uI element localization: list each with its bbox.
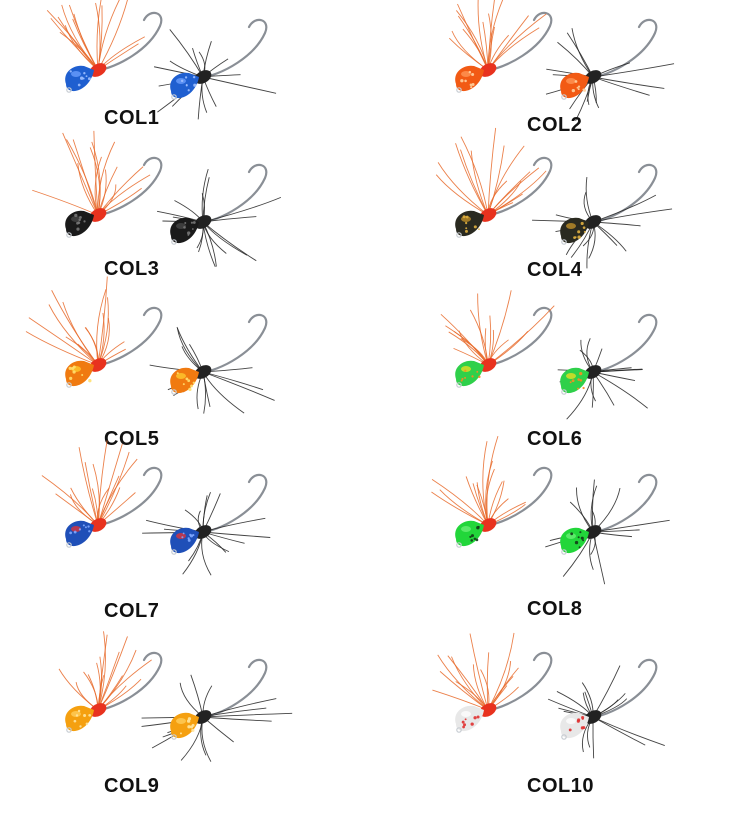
- jig-pair-photo: [58, 631, 293, 762]
- variant-cell: COL6: [410, 290, 732, 455]
- jig-black-dressing: [141, 658, 293, 762]
- jig-orange-dressing: [46, 0, 163, 93]
- jig-orange-dressing: [435, 127, 553, 238]
- variant-label: COL9: [104, 775, 160, 797]
- variant-label: COL5: [104, 428, 160, 450]
- variant-label: COL8: [527, 598, 583, 620]
- jig-black-dressing: [557, 313, 658, 420]
- variant-label: COL1: [104, 107, 160, 129]
- jig-orange-dressing: [440, 290, 555, 388]
- jig-orange-dressing: [448, 0, 553, 93]
- jig-pair-photo: [448, 0, 675, 122]
- jig-pair-photo: [435, 127, 673, 269]
- variant-label: COL7: [104, 600, 160, 622]
- variant-cell: COL10: [410, 632, 732, 800]
- jig-orange-dressing: [432, 632, 553, 733]
- jig-pair-photo: [41, 440, 271, 576]
- jig-pair-photo: [431, 436, 670, 585]
- jig-orange-dressing: [58, 631, 163, 733]
- jig-black-dressing: [153, 18, 277, 120]
- variant-cell: COL3: [20, 130, 350, 305]
- variant-cell: COL9: [20, 631, 350, 800]
- variant-cell: COL7: [20, 440, 350, 622]
- jig-black-dressing: [532, 163, 673, 269]
- jig-black-dressing: [142, 473, 271, 576]
- variant-label: COL2: [527, 114, 583, 136]
- variant-label: COL4: [527, 259, 583, 281]
- jig-orange-dressing: [41, 440, 163, 548]
- jig-pair-photo: [32, 130, 282, 267]
- jig-black-dressing: [547, 658, 665, 759]
- variant-cell: COL2: [410, 0, 732, 160]
- variant-cell: COL8: [410, 436, 732, 620]
- jig-orange-dressing: [431, 436, 553, 548]
- variant-label: COL3: [104, 258, 160, 280]
- jig-pair-photo: [25, 276, 275, 414]
- variant-cell: COL1: [20, 0, 350, 160]
- jig-orange-dressing: [25, 276, 163, 388]
- jig-black-dressing: [545, 18, 675, 122]
- jig-pair-photo: [432, 632, 665, 759]
- variant-cell: COL4: [410, 127, 732, 305]
- jig-pair-photo: [440, 290, 658, 420]
- jig-black-dressing: [545, 473, 670, 585]
- jig-pair-photo: [46, 0, 277, 120]
- variant-label: COL6: [527, 428, 583, 450]
- variant-cell: COL5: [20, 276, 350, 455]
- jig-black-dressing: [149, 313, 275, 414]
- variant-label: COL10: [527, 775, 594, 797]
- jig-orange-dressing: [32, 130, 163, 238]
- jig-black-dressing: [157, 163, 282, 267]
